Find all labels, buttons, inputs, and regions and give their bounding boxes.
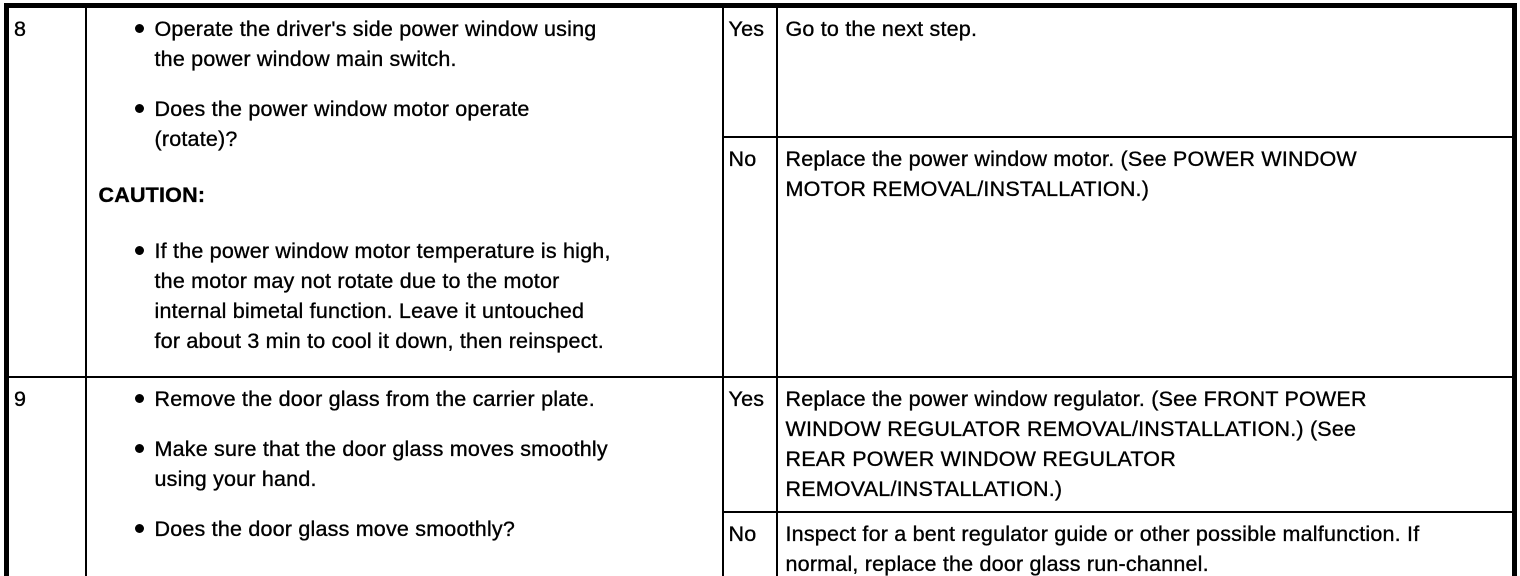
- bullet-icon: [134, 394, 144, 403]
- list-item: Does the power window motor operate(rota…: [134, 94, 716, 154]
- table-row-step-9-no: No Inspect for a bent regulator guide or…: [7, 511, 1516, 576]
- caution-label: CAUTION:: [98, 183, 206, 207]
- action-text: Replace the power window motor. (See POW…: [785, 146, 1357, 201]
- bullet-icon: [134, 444, 144, 453]
- caution-text: If the power window motor temperature is…: [154, 239, 611, 353]
- action-cell: Replace the power window regulator. (See…: [775, 376, 1516, 513]
- action-text: Replace the power window regulator. (See…: [785, 387, 1367, 501]
- list-item: Make sure that the door glass moves smoo…: [134, 434, 716, 494]
- bullet-icon: [134, 524, 144, 533]
- bullet-icon: [134, 246, 144, 255]
- table-row-step-9: 9 Remove the door glass from the carrier…: [5, 376, 1516, 576]
- list-item: Remove the door glass from the carrier p…: [134, 384, 716, 414]
- action-cell: Replace the power window motor. (See POW…: [775, 135, 1516, 379]
- action-text: Go to the next step.: [785, 17, 978, 41]
- table-row-step-8: 8 Operate the driver's side power window…: [5, 4, 1516, 378]
- procedure-text: Does the power window motor operate(rota…: [154, 97, 530, 151]
- list-item: Does the door glass move smoothly?: [134, 514, 716, 544]
- action-cell: Go to the next step.: [775, 4, 1516, 138]
- step-number-cell: 8: [5, 4, 87, 378]
- action-cell: Inspect for a bent regulator guide or ot…: [775, 511, 1516, 576]
- list-item: Operate the driver's side power window u…: [134, 14, 716, 74]
- procedure-text: Operate the driver's side power window u…: [154, 17, 597, 71]
- table-row-step-8-no: No Replace the power window motor. (See …: [7, 135, 1516, 379]
- result-yes-cell: Yes: [721, 376, 778, 513]
- bullet-icon: [134, 104, 144, 113]
- result-yes-cell: Yes: [721, 4, 778, 138]
- bullet-icon: [134, 24, 144, 33]
- result-no-cell: No: [721, 511, 778, 576]
- procedure-text: Remove the door glass from the carrier p…: [154, 387, 595, 411]
- troubleshooting-table: 8 Operate the driver's side power window…: [4, 3, 1517, 576]
- procedure-cell: Operate the driver's side power window u…: [84, 4, 724, 378]
- procedure-text: Make sure that the door glass moves smoo…: [154, 437, 608, 491]
- procedure-text: Does the door glass move smoothly?: [154, 517, 516, 541]
- list-item: If the power window motor temperature is…: [134, 236, 716, 356]
- action-text: Inspect for a bent regulator guide or ot…: [785, 522, 1420, 576]
- step-number-cell: 9: [5, 376, 87, 576]
- procedure-cell: Remove the door glass from the carrier p…: [84, 376, 724, 576]
- result-no-cell: No: [721, 135, 778, 379]
